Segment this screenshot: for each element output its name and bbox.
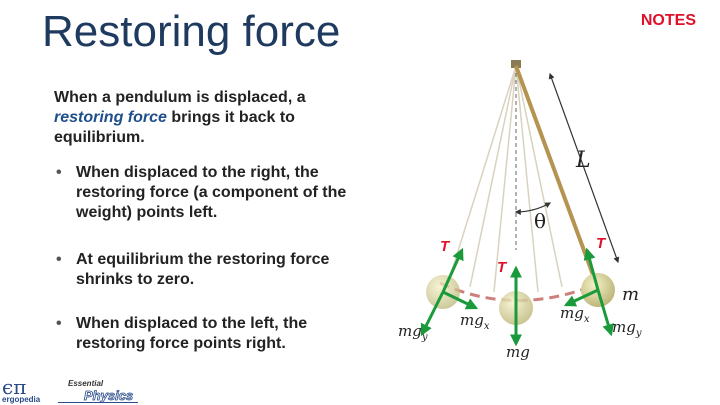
pivot-support [511,60,521,68]
length-arrow [548,72,620,264]
notes-label[interactable]: NOTES [640,12,696,29]
mg-y-main: mg [398,322,422,340]
mass-label: m [622,284,639,305]
logo-underline [58,402,138,403]
logo-company: ergopedia [2,395,41,404]
tension-label-center: T [497,259,508,276]
bullet-text: When displaced to the right, the restori… [76,164,347,221]
mg-y-sub: y [421,332,428,343]
bullet-text: At equilibrium the restoring force shrin… [76,251,330,288]
mg-y-label-left: mgy [398,322,428,343]
logo-mark: ϵπ [2,375,27,399]
mg-y-label-right: mgy [612,318,642,339]
logo-series-bottom: Physics [84,388,134,404]
angle-arc [514,202,552,215]
mg-x-main: mg [560,304,584,322]
slide-title: Restoring force [42,7,341,56]
pendulum-diagram: L θ m T T T mgy mgx mg mgx mgy [398,60,642,361]
mg-x-label-left: mgx [460,311,490,332]
bullet-dot: • [56,251,62,268]
bullet-item: • When displaced to the left, the restori… [56,314,376,354]
mg-x-main: mg [460,311,484,329]
mg-x-sub: x [584,314,590,325]
intro-text: When a pendulum is displaced, a restorin… [54,88,354,148]
logo-series-top: Essential [68,379,104,388]
intro-part-1: When a pendulum is displaced, a [54,89,306,106]
length-label: L [575,148,591,173]
mg-x-label-right: mgx [560,304,590,325]
mg-x-sub: x [484,321,490,332]
mg-y-main: mg [612,318,636,336]
bullet-item: • When displaced to the right, the restor… [56,163,376,223]
mg-y-sub: y [635,328,642,339]
pendulum-rod [514,65,598,284]
angle-label: θ [534,209,546,233]
intro-highlight: restoring force [54,109,167,126]
right-force-arrows [563,247,615,337]
left-force-arrows [420,247,479,337]
bullet-dot: • [56,164,62,181]
ergopedia-logo: ϵπ ergopedia Essential Physics [0,375,150,405]
bullet-text: When displaced to the left, the restorin… [76,315,308,352]
intro-part-2: brings it back to equilibrium. [54,109,295,146]
tension-label-right: T [596,235,607,252]
tension-label-left: T [440,238,451,255]
bullet-dot: • [56,315,62,332]
weight-label-center: mg [506,343,530,361]
bullet-item: • At equilibrium the restoring force shri… [56,250,386,290]
